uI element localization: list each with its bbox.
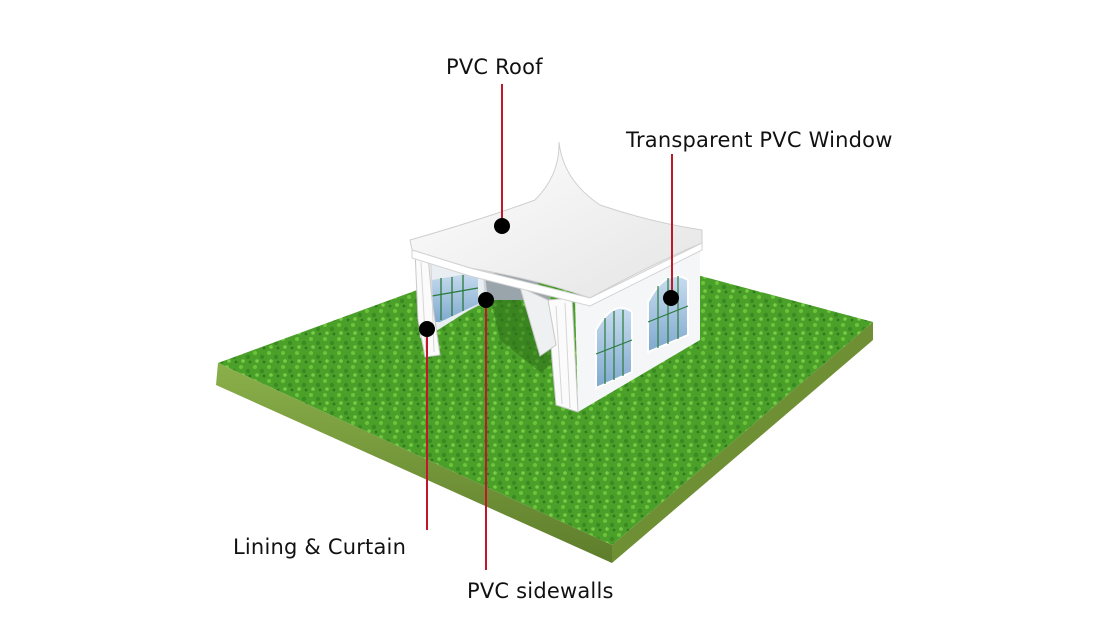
lining-curtain-label: Lining & Curtain (233, 535, 407, 559)
grass-platform (216, 238, 873, 563)
tent-roof (409, 141, 703, 299)
lining-marker (419, 321, 435, 337)
left-wall-window (432, 272, 478, 322)
roof-marker (494, 218, 510, 234)
window-label: Transparent PVC Window (626, 128, 893, 152)
window-marker (663, 290, 679, 306)
roof-label: PVC Roof (446, 55, 543, 79)
tent (409, 141, 703, 413)
roof-valance (411, 242, 703, 307)
sidewalls-marker (478, 292, 494, 308)
leader-lines (426, 84, 673, 570)
sidewalls-label: PVC sidewalls (467, 579, 614, 603)
callout-markers (419, 218, 679, 337)
